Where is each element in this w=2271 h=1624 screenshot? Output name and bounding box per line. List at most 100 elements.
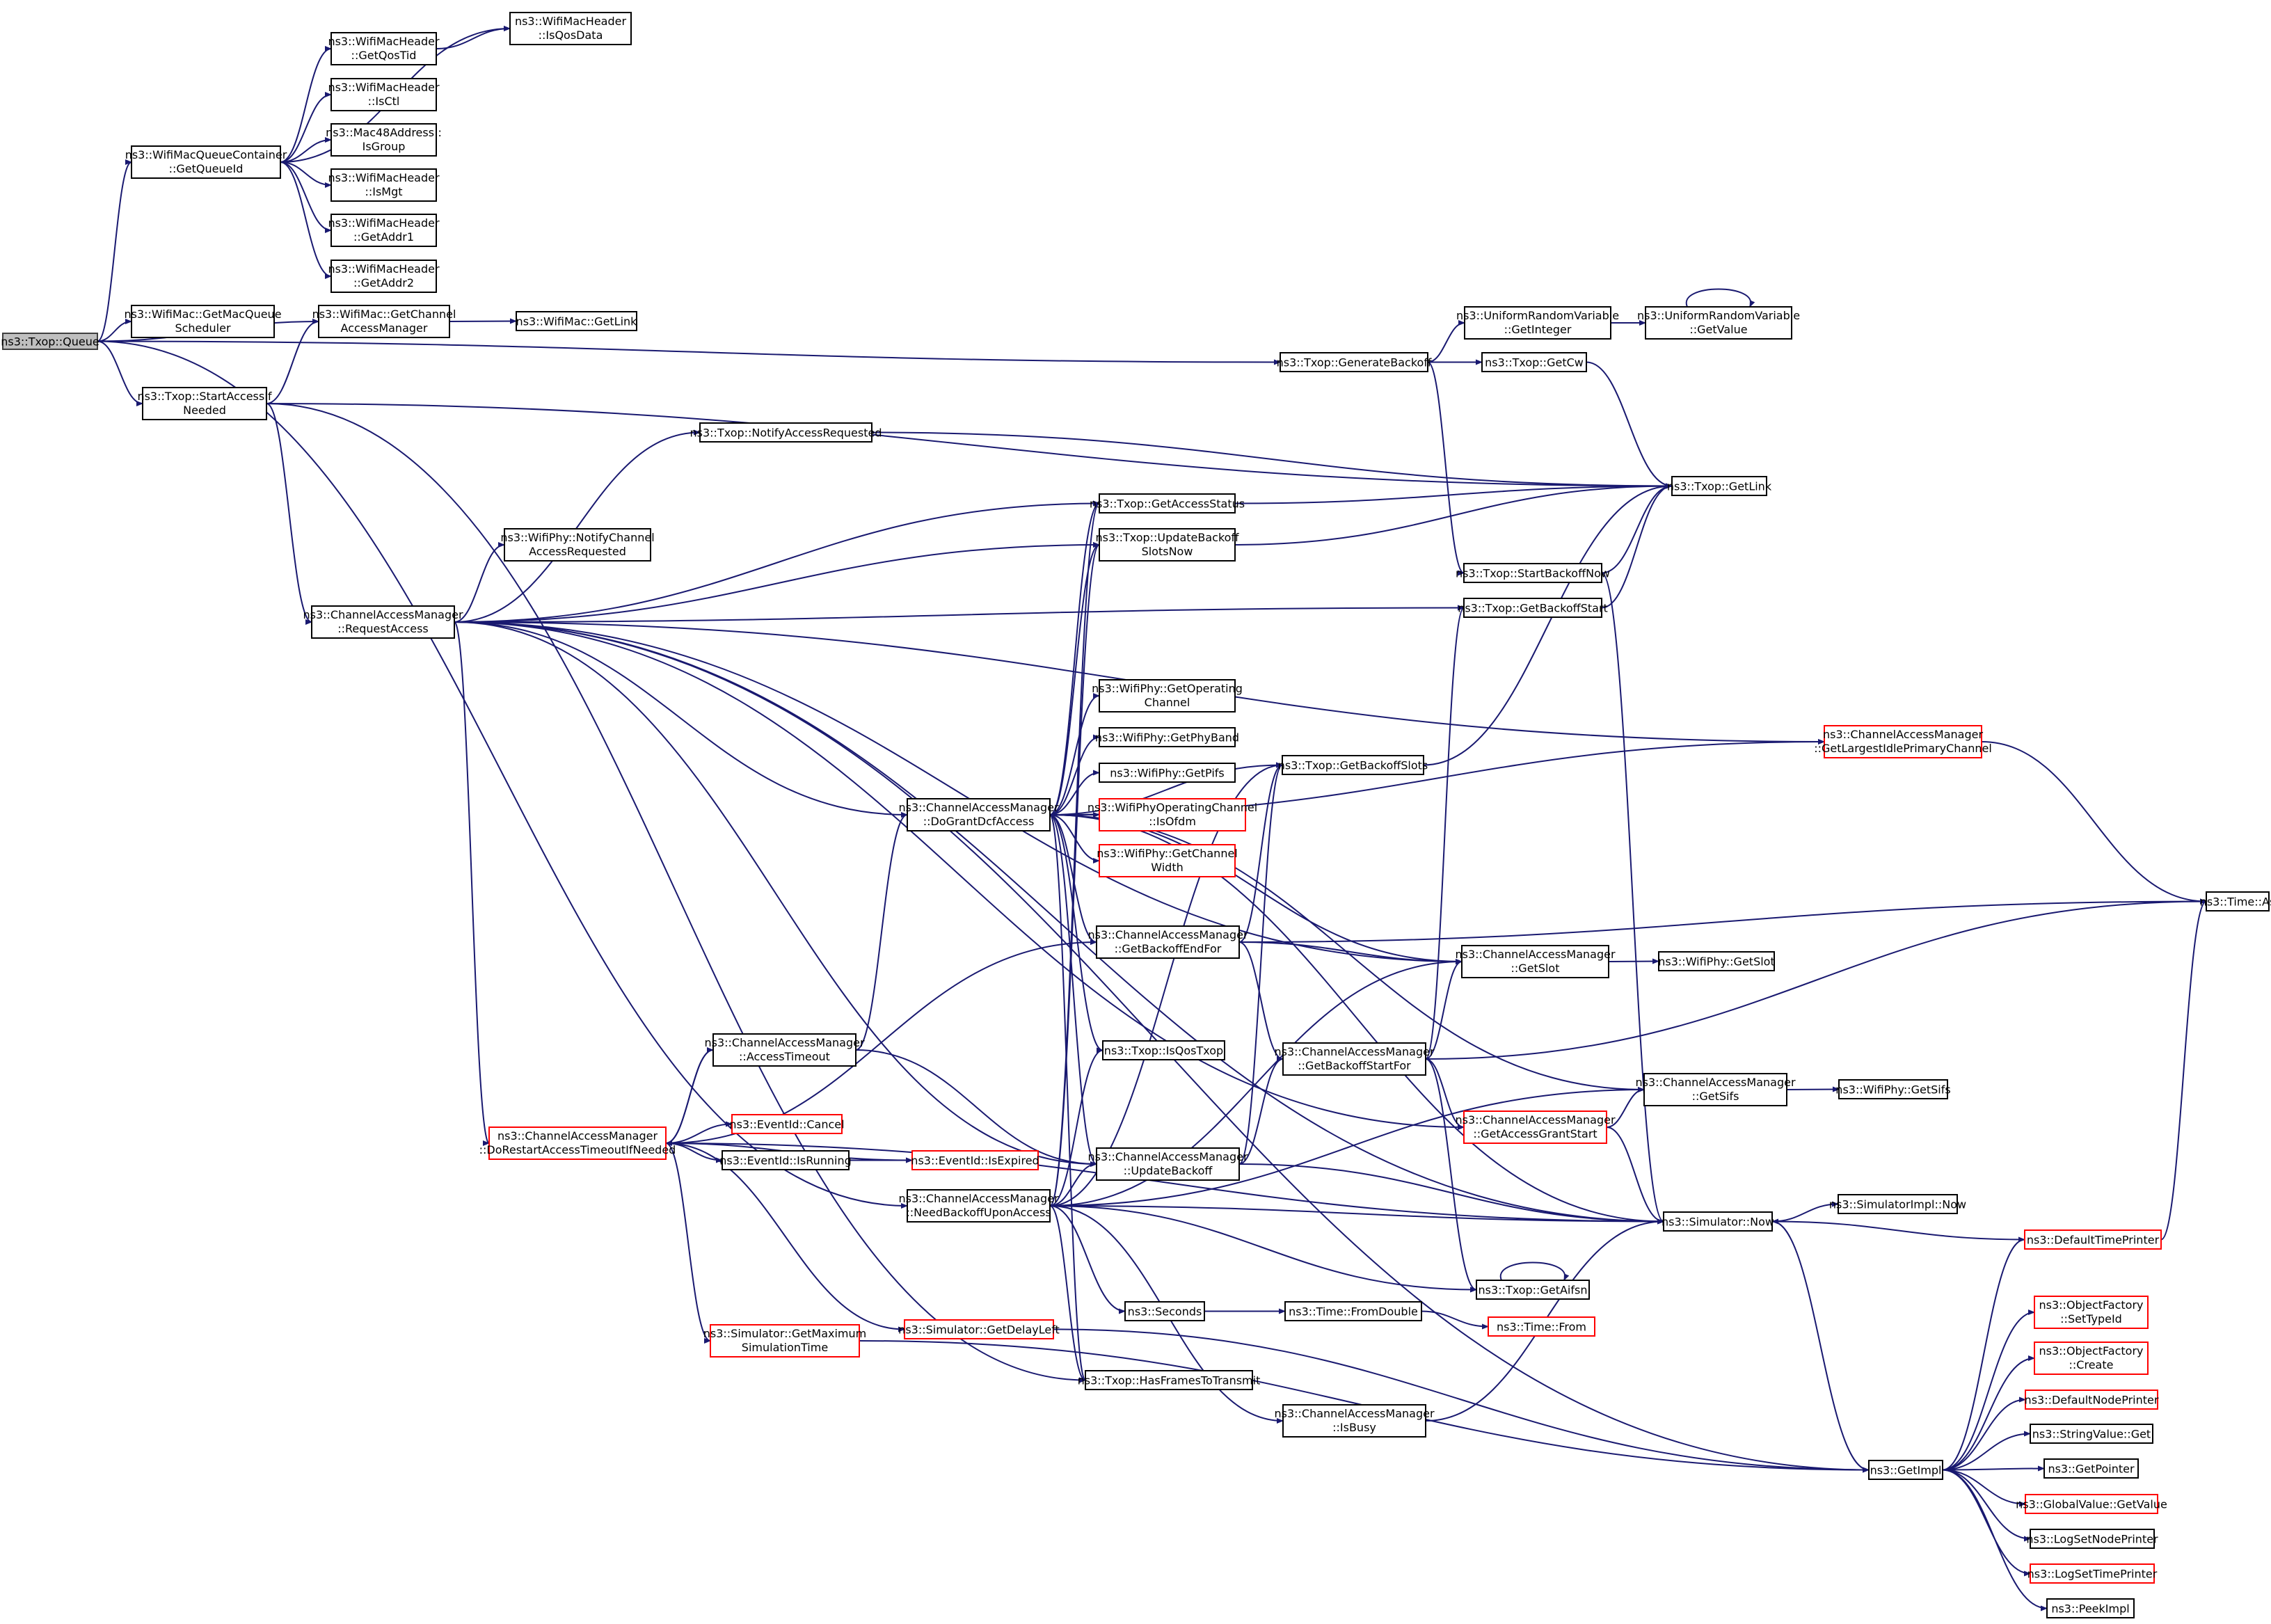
node-simulator-impl-now[interactable]: ns3::SimulatorImpl::Now [1829,1194,1966,1214]
node-txop-get-link[interactable]: ns3::Txop::GetLink [1667,476,1772,496]
node-is-qos-data[interactable]: ns3::WifiMacHeader::IsQosData [509,12,632,45]
node-event-id-is-expired[interactable]: ns3::EventId::IsExpired [911,1150,1039,1170]
node-get-pifs[interactable]: ns3::WifiPhy::GetPifs [1099,763,1236,783]
node-object-factory-create[interactable]: ns3::ObjectFactory::Create [2034,1342,2149,1375]
node-label: ns3::Txop::GetBackoffStart [1458,602,1608,615]
node-box [1282,1042,1426,1076]
node-event-id-is-running[interactable]: ns3::EventId::IsRunning [719,1150,852,1170]
node-request-access[interactable]: ns3::ChannelAccessManager::RequestAccess [303,605,463,639]
node-queue[interactable]: ns3::Txop::Queue [1,333,99,350]
edge-get-backoff-slots-to-txop-get-link [1423,483,1673,766]
node-set-type-id[interactable]: ns3::ObjectFactory::SetTypeId [2034,1296,2149,1329]
node-notify-access-requested[interactable]: ns3::Txop::NotifyAccessRequested [690,422,882,443]
node-get-largest-idle-primary-channel[interactable]: ns3::ChannelAccessManager::GetLargestIdl… [1814,725,1992,758]
node-get-backoff-end-for[interactable]: ns3::ChannelAccessManager::GetBackoffEnd… [1087,925,1248,959]
node-get-backoff-slots[interactable]: ns3::Txop::GetBackoffSlots [1278,755,1428,775]
node-string-value-get[interactable]: ns3::StringValue::Get [2030,1424,2153,1444]
node-label: ns3::ChannelAccessManager [1455,1113,1615,1127]
node-get-delay-left[interactable]: ns3::Simulator::GetDelayLeft [898,1319,1060,1339]
node-get-access-status[interactable]: ns3::Txop::GetAccessStatus [1090,493,1245,514]
node-need-backoff-upon-access[interactable]: ns3::ChannelAccessManager::NeedBackoffUp… [898,1189,1059,1223]
node-label: ns3::WifiPhy::GetPifs [1110,767,1225,780]
node-default-node-printer[interactable]: ns3::DefaultNodePrinter [2025,1390,2159,1410]
node-label: ns3::WifiPhy::NotifyChannel [500,531,654,544]
node-default-time-printer[interactable]: ns3::DefaultTimePrinter [2024,1229,2162,1250]
edge-start-backoff-now-to-txop-get-link [1601,483,1673,574]
edge-queue-to-get-queue-id [97,159,132,342]
node-has-frames-to-transmit[interactable]: ns3::Txop::HasFramesToTransmit [1078,1370,1261,1390]
edge-do-grant-dcf-access-to-has-frames-to-transmit [1049,814,1086,1383]
node-phy-get-sifs[interactable]: ns3::WifiPhy::GetSifs [1835,1079,1951,1099]
node-phy-get-slot[interactable]: ns3::WifiPhy::GetSlot [1658,951,1775,971]
node-label: ns3::GetPointer [2048,1463,2135,1476]
node-update-backoff[interactable]: ns3::ChannelAccessManager::UpdateBackoff [1087,1147,1248,1181]
edge-get-cw-to-txop-get-link [1586,361,1673,489]
node-wifi-mac-get-link[interactable]: ns3::WifiMac::GetLink [516,311,638,331]
node-start-backoff-now[interactable]: ns3::Txop::StartBackoffNow [1456,563,1610,583]
node-do-restart-access-timeout-if-needed[interactable]: ns3::ChannelAccessManager::DoRestartAcce… [479,1127,676,1160]
node-get-addr1[interactable]: ns3::WifiMacHeader::GetAddr1 [328,214,440,247]
node-is-ofdm[interactable]: ns3::WifiPhyOperatingChannel::IsOfdm [1087,798,1257,831]
node-box [1643,1073,1787,1106]
node-label: AccessManager [341,321,428,335]
node-box [904,1319,1054,1339]
node-box [722,1150,850,1170]
node-from-double[interactable]: ns3::Time::FromDouble [1284,1301,1422,1321]
node-box [1124,1301,1205,1321]
node-get-aifsn[interactable]: ns3::Txop::GetAifsn [1476,1280,1590,1300]
node-label: ns3::Txop::GetLink [1667,480,1772,493]
node-get-backoff-start-for[interactable]: ns3::ChannelAccessManager::GetBackoffSta… [1274,1042,1435,1076]
node-get-impl[interactable]: ns3::GetImpl [1868,1460,1943,1480]
node-event-id-cancel[interactable]: ns3::EventId::Cancel [729,1114,845,1134]
node-get-qos-tid[interactable]: ns3::WifiMacHeader::GetQosTid [328,32,440,65]
edge-do-grant-dcf-access-to-get-backoff-slots [1049,762,1283,815]
node-get-backoff-start[interactable]: ns3::Txop::GetBackoffStart [1458,598,1608,618]
node-label: ::GetAddr1 [353,230,414,244]
node-is-busy[interactable]: ns3::ChannelAccessManager::IsBusy [1274,1404,1435,1438]
node-box [330,260,437,293]
node-generate-backoff[interactable]: ns3::Txop::GenerateBackoff [1277,352,1433,372]
node-get-value[interactable]: ns3::UniformRandomVariable::GetValue [1637,306,1800,340]
node-time-from[interactable]: ns3::Time::From [1488,1316,1595,1337]
node-is-group[interactable]: ns3::Mac48Address::IsGroup [326,123,442,157]
node-box [1671,476,1767,496]
edge-default-time-printer-to-time-as [2160,898,2207,1241]
node-access-timeout[interactable]: ns3::ChannelAccessManager::AccessTimeout [704,1033,865,1067]
node-do-grant-dcf-access[interactable]: ns3::ChannelAccessManager::DoGrantDcfAcc… [898,798,1059,831]
node-seconds[interactable]: ns3::Seconds [1124,1301,1205,1321]
node-is-mgt[interactable]: ns3::WifiMacHeader::IsMgt [328,168,440,202]
node-box [1099,493,1236,514]
node-get-slot[interactable]: ns3::ChannelAccessManager::GetSlot [1455,945,1616,978]
node-is-ctl[interactable]: ns3::WifiMacHeader::IsCtl [328,78,440,111]
edge-request-access-to-update-backoff-slots-now [454,542,1100,623]
edge-do-restart-access-timeout-if-needed-to-access-timeout [665,1047,714,1144]
node-get-sifs[interactable]: ns3::ChannelAccessManager::GetSifs [1635,1073,1796,1106]
node-get-pointer[interactable]: ns3::GetPointer [2043,1458,2139,1479]
node-global-value-get-value[interactable]: ns3::GlobalValue::GetValue [2016,1494,2167,1514]
node-get-queue-id[interactable]: ns3::WifiMacQueueContainer::GetQueueId [125,145,287,179]
node-log-set-time-printer[interactable]: ns3::LogSetTimePrinter [2027,1563,2158,1584]
node-peek-impl[interactable]: ns3::PeekImpl [2046,1598,2135,1618]
edge-get-queue-id-to-is-mgt [280,161,332,188]
node-get-addr2[interactable]: ns3::WifiMacHeader::GetAddr2 [328,260,440,293]
node-get-access-grant-start[interactable]: ns3::ChannelAccessManager::GetAccessGran… [1455,1110,1616,1144]
node-box [330,168,437,202]
edge-get-queue-id-to-get-addr1 [280,161,332,233]
node-time-as[interactable]: ns3::Time::As [2200,891,2271,911]
node-get-integer[interactable]: ns3::UniformRandomVariable::GetInteger [1456,306,1619,340]
node-simulator-now[interactable]: ns3::Simulator::Now [1662,1211,1774,1232]
node-get-cw[interactable]: ns3::Txop::GetCw [1481,352,1587,372]
edge-get-delay-left-to-get-impl [1053,1328,1870,1473]
node-log-set-node-printer[interactable]: ns3::LogSetNodePrinter [2026,1529,2158,1549]
node-get-phy-band[interactable]: ns3::WifiPhy::GetPhyBand [1095,727,1239,747]
node-is-qos-txop[interactable]: ns3::Txop::IsQosTxop [1102,1040,1225,1060]
node-box [1824,725,1982,758]
node-phy-notify-channel-access-requested[interactable]: ns3::WifiPhy::NotifyChannelAccessRequest… [500,528,655,562]
